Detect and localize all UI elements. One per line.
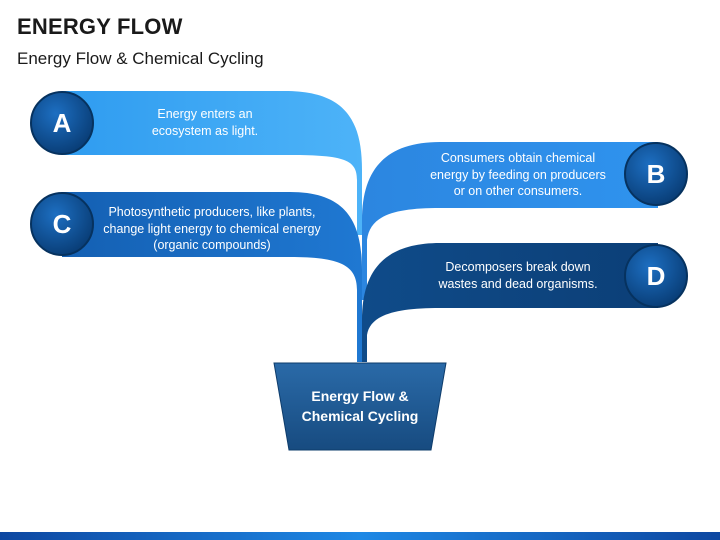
branch-b-line: energy by feeding on producers — [430, 167, 606, 182]
badge-d-letter: D — [646, 261, 666, 291]
pot-shape — [273, 362, 447, 451]
branch-a-line: ecosystem as light. — [151, 123, 259, 138]
branch-b-line: or on other consumers. — [453, 184, 583, 198]
branch-d-line: wastes and dead organisms. — [438, 276, 598, 291]
pot-label: Energy Flow & Chemical Cycling — [285, 386, 435, 426]
bottom-accent-bar — [0, 532, 720, 540]
badge-b-letter: B — [646, 159, 666, 189]
branch-a-ribbon — [62, 91, 362, 235]
branch-c-text: Photosynthetic producers, like plants, c… — [96, 204, 328, 254]
branch-b-text: Consumers obtain chemical energy by feed… — [418, 150, 618, 200]
branch-b-ribbon — [362, 142, 658, 300]
branch-a-line: Energy enters an — [157, 107, 253, 121]
branch-c-line: Photosynthetic producers, like plants, — [108, 205, 316, 219]
badge-b-circle — [624, 142, 688, 206]
branch-c-ribbon — [62, 192, 362, 362]
badge-a-letter: A — [52, 108, 72, 138]
branch-d-ribbon — [362, 243, 658, 362]
page-subtitle: Energy Flow & Chemical Cycling — [17, 49, 264, 68]
page-title: ENERGY FLOW — [17, 14, 183, 39]
branch-c-line: change light energy to chemical energy — [103, 221, 321, 236]
branch-b-line: Consumers obtain chemical — [440, 151, 596, 165]
badge-c-circle — [30, 192, 94, 256]
badge-d-circle — [624, 244, 688, 308]
branch-d-line: Decomposers break down — [445, 260, 591, 274]
badge-a-circle — [30, 91, 94, 155]
branch-c-line: (organic compounds) — [153, 238, 271, 252]
branch-d-text: Decomposers break down wastes and dead o… — [418, 259, 618, 292]
branch-a-text: Energy enters an ecosystem as light. — [110, 106, 300, 139]
pot-label-line: Energy Flow & — [311, 388, 409, 404]
pot-label-line: Chemical Cycling — [301, 408, 419, 424]
badge-c-letter: C — [52, 209, 72, 239]
